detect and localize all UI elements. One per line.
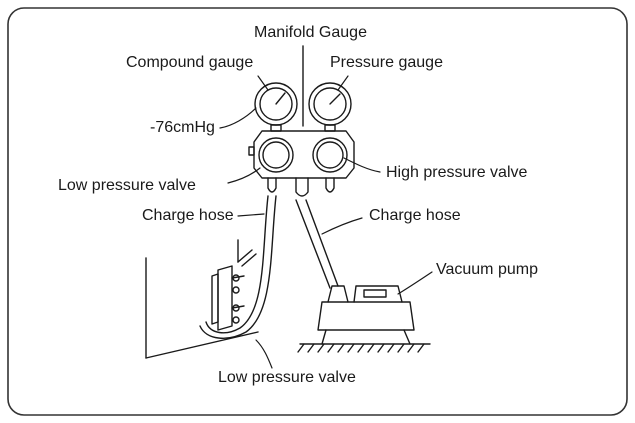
leader-pressure	[337, 75, 349, 91]
label-vacuum-pump: Vacuum pump	[436, 261, 538, 278]
label-manifold-gauge: Manifold Gauge	[254, 24, 367, 41]
low-pressure-valve-knob	[258, 137, 294, 173]
diagram-frame	[7, 7, 628, 416]
leader-charge-hose-left	[237, 213, 265, 217]
leader-low-valve-bottom	[255, 339, 273, 369]
label-low-pressure-valve-top: Low pressure valve	[58, 177, 196, 194]
ground-hatch	[297, 343, 431, 353]
service-valve	[211, 249, 257, 331]
leader-low-valve-top	[227, 167, 261, 184]
charge-hose-left-inner	[199, 195, 277, 339]
pressure-gauge	[308, 82, 352, 132]
hose-fittings	[267, 177, 335, 197]
label-low-pressure-valve-bottom: Low pressure valve	[218, 369, 356, 386]
leader-vacuum-reading	[219, 107, 257, 129]
label-compound-gauge: Compound gauge	[126, 54, 254, 71]
high-pressure-valve-knob	[312, 137, 348, 173]
label-charge-hose-right: Charge hose	[369, 207, 461, 224]
manifold-body	[248, 130, 355, 179]
compound-gauge	[254, 82, 298, 132]
label-charge-hose-left: Charge hose	[142, 207, 234, 224]
leader-high-valve	[343, 157, 381, 173]
label-high-pressure-valve: High pressure valve	[386, 164, 528, 181]
leader-lines	[219, 75, 433, 369]
charge-hose-right-inner	[305, 199, 339, 287]
leader-compound	[257, 75, 269, 91]
leader-charge-hose-right	[321, 217, 363, 235]
leader-vacuum-pump	[397, 271, 433, 295]
outdoor-unit	[145, 239, 259, 359]
charge-hose-right-outline	[295, 199, 331, 289]
vacuum-pump	[317, 285, 415, 345]
label-pressure-gauge: Pressure gauge	[330, 54, 443, 71]
charge-hose-left-outline	[205, 195, 269, 334]
label-vacuum-reading: -76cmHg	[150, 119, 215, 136]
